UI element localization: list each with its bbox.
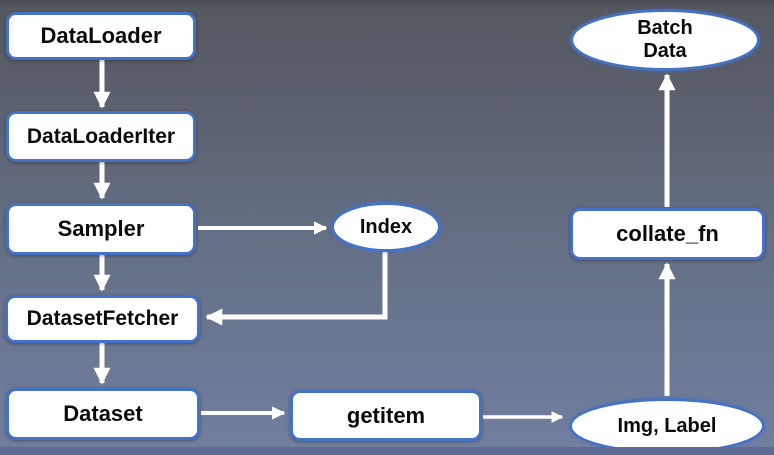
node-img-label: Img, Label	[569, 398, 765, 454]
batch-data-line2: Data	[643, 40, 687, 62]
node-dataloaderiter: DataLoaderIter	[6, 111, 196, 162]
node-index: Index	[331, 202, 441, 252]
bottom-edge-strip	[0, 447, 774, 455]
node-sampler: Sampler	[6, 203, 196, 255]
node-getitem: getitem	[290, 390, 482, 441]
node-dataset: Dataset	[6, 388, 200, 440]
batch-data-line1: Batch	[637, 17, 693, 39]
node-collate-fn: collate_fn	[570, 208, 765, 260]
node-dataloader: DataLoader	[6, 12, 196, 60]
node-datasetfetcher: DatasetFetcher	[5, 295, 200, 343]
node-batch-data: Batch Data	[570, 9, 760, 71]
arrow-index-to-datasetfetcher	[205, 250, 388, 326]
